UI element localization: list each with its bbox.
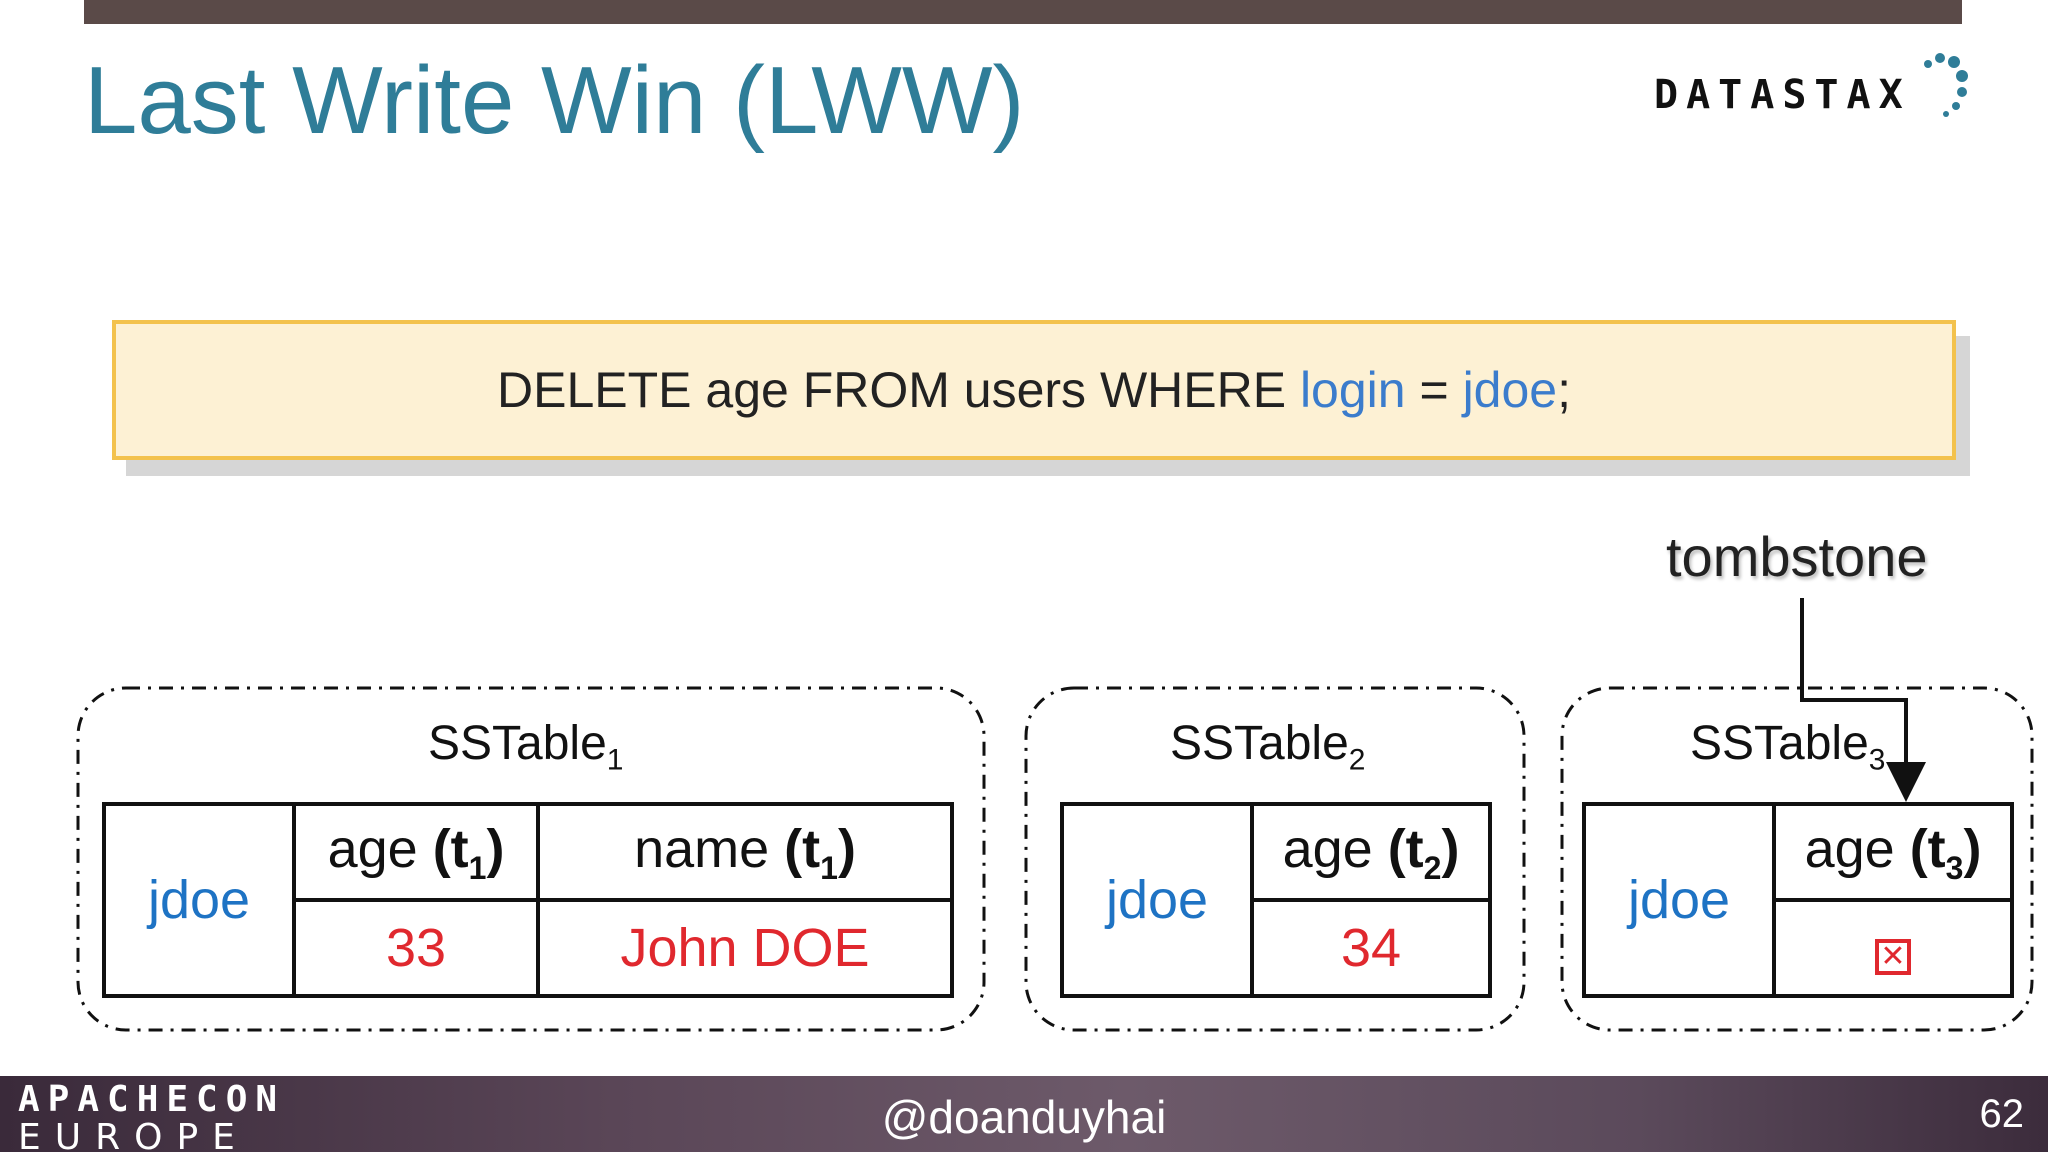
cql-query: DELETE age FROM users WHERE login = jdoe… [497, 361, 1571, 419]
column-header-age: age (t2) [1250, 802, 1492, 902]
sstable-2-table: jdoe age (t2) 34 [1060, 802, 1492, 998]
sstable-3-table: jdoe age (t3) ✕ [1582, 802, 2014, 998]
twitter-handle: @doanduyhai [881, 1091, 1167, 1143]
column-header-age: age (t3) [1772, 802, 2014, 902]
logo-text: DATASTAX [1654, 72, 1911, 118]
cell-value-age: 33 [292, 898, 540, 998]
timestamp-subscript: 2 [1423, 849, 1442, 886]
column-header-age: age (t1) [292, 802, 540, 902]
brand-line-1: APACHECON [18, 1079, 286, 1120]
partition-key-cell: jdoe [1582, 802, 1776, 998]
column-name: age [1282, 818, 1373, 879]
sstable-3-subscript: 3 [1868, 743, 1886, 777]
page-number: 62 [1979, 1092, 2025, 1136]
sstable-1-table: jdoe age (t1) name (t1) 33 John DOE [102, 802, 954, 998]
apachecon-logo: APACHECON EUROPE [18, 1082, 285, 1156]
query-keyword-login: login [1299, 362, 1406, 418]
query-text-3: ; [1557, 362, 1572, 418]
cell-value-age: 34 [1250, 898, 1492, 998]
slide-title: Last Write Win (LWW) [84, 47, 1025, 154]
cell-value-tombstone: ✕ [1772, 898, 2014, 998]
timestamp-subscript: 3 [1945, 849, 1964, 886]
partition-key-cell: jdoe [1060, 802, 1254, 998]
cell-value-name: John DOE [536, 898, 954, 998]
query-box: DELETE age FROM users WHERE login = jdoe… [112, 320, 1956, 460]
top-bar [84, 0, 1962, 24]
partition-key-cell: jdoe [102, 802, 296, 998]
sstable-3-title: SSTable3 [1690, 716, 1885, 778]
column-name: name [634, 818, 770, 879]
tombstone-x-icon: ✕ [1875, 939, 1911, 975]
column-header-name: name (t1) [536, 802, 954, 902]
column-name: age [327, 818, 418, 879]
sstable-2-name: SSTable [1170, 717, 1349, 770]
sstable-3-name: SSTable [1690, 717, 1869, 770]
query-text-2: = [1405, 362, 1463, 418]
logo-dots-icon [1924, 53, 1968, 117]
tombstone-label: tombstone [1666, 525, 1928, 588]
brand-line-2: EUROPE [18, 1117, 249, 1158]
timestamp-subscript: 1 [820, 849, 838, 886]
timestamp-subscript: 1 [468, 849, 487, 886]
datastax-logo: DATASTAX [1654, 50, 1974, 130]
footer: APACHECON EUROPE @doanduyhai 62 [0, 1076, 2048, 1156]
sstable-1-subscript: 1 [606, 743, 624, 777]
sstable-2-title: SSTable2 [1170, 716, 1365, 778]
sstable-2-subscript: 2 [1348, 743, 1366, 777]
query-text-1: DELETE age FROM users WHERE [496, 362, 1300, 418]
column-name: age [1804, 818, 1895, 879]
query-keyword-jdoe: jdoe [1462, 362, 1558, 418]
sstable-1-name: SSTable [428, 717, 607, 770]
sstable-1-title: SSTable1 [428, 716, 623, 778]
